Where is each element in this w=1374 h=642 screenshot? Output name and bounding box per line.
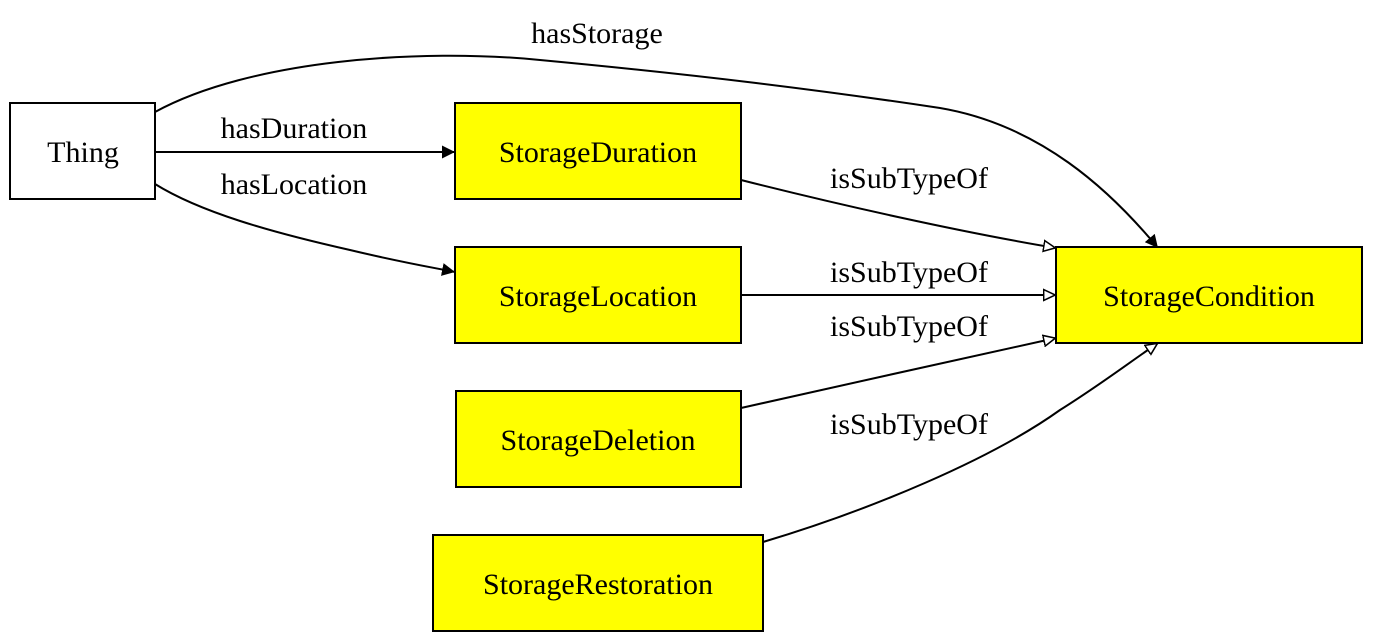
edge-subtype-restoration: isSubTypeOf <box>762 342 1158 543</box>
edge-has-duration: hasDuration <box>155 112 455 159</box>
node-storage-condition-label: StorageCondition <box>1103 280 1315 313</box>
edge-subtype-duration: isSubTypeOf <box>740 162 1056 248</box>
node-storage-deletion-box <box>455 390 742 488</box>
edge-subtype-deletion-label: isSubTypeOf <box>830 310 988 343</box>
edge-subtype-location-label: isSubTypeOf <box>830 256 988 289</box>
node-storage-location-label: StorageLocation <box>499 280 697 313</box>
node-storage-restoration: StorageRestoration <box>432 534 764 632</box>
node-storage-condition: StorageCondition <box>1055 246 1363 344</box>
edge-subtype-location: isSubTypeOf <box>741 256 1056 295</box>
edge-subtype-deletion-line <box>740 338 1056 409</box>
node-storage-condition-box <box>1055 246 1363 344</box>
node-storage-deletion: StorageDeletion <box>455 390 742 488</box>
node-thing-label: Thing <box>47 136 119 169</box>
edge-has-duration-label: hasDuration <box>221 112 368 145</box>
edge-has-location: hasLocation <box>154 168 456 276</box>
node-storage-deletion-label: StorageDeletion <box>501 424 696 457</box>
node-storage-restoration-label: StorageRestoration <box>483 568 713 601</box>
node-storage-restoration-box <box>432 534 764 632</box>
edge-subtype-restoration-label: isSubTypeOf <box>830 408 988 441</box>
edge-subtype-restoration-line <box>762 342 1158 543</box>
node-storage-duration: StorageDuration <box>454 102 742 200</box>
node-storage-duration-box <box>454 102 742 200</box>
node-thing-box <box>9 102 156 200</box>
edge-has-storage-line <box>154 54 1159 249</box>
edge-subtype-duration-line <box>740 179 1056 248</box>
edge-subtype-duration-label: isSubTypeOf <box>830 162 988 195</box>
node-storage-location-box <box>454 246 742 344</box>
node-storage-location: StorageLocation <box>454 246 742 344</box>
edge-subtype-deletion: isSubTypeOf <box>740 310 1056 409</box>
edge-has-location-line <box>154 183 456 276</box>
edge-has-location-label: hasLocation <box>221 168 368 201</box>
edge-has-storage-label: hasStorage <box>531 17 663 50</box>
node-thing: Thing <box>9 102 156 200</box>
node-storage-duration-label: StorageDuration <box>499 136 697 169</box>
edge-has-storage: hasStorage <box>154 17 1159 249</box>
